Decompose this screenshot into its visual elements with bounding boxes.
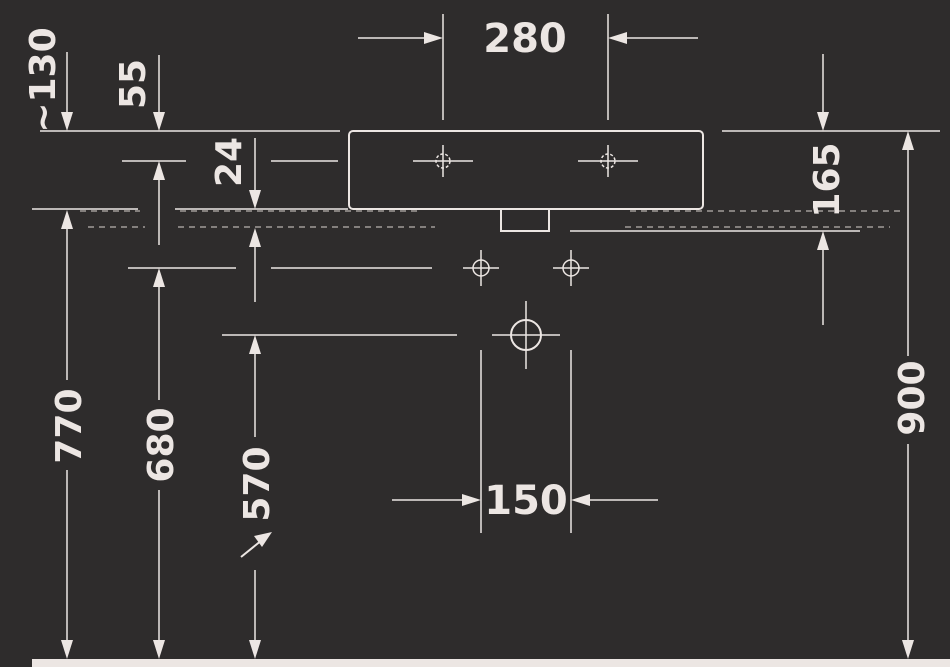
- basin-tap-hole-left: [413, 145, 473, 177]
- dimension-680: 680: [141, 161, 182, 659]
- dimension-24: 24: [209, 137, 261, 302]
- basin-tap-hole-right: [578, 145, 638, 177]
- dimension-label-130: ~130: [23, 27, 64, 132]
- dimension-900: 900: [892, 131, 933, 659]
- dimension-label-680: 680: [141, 407, 182, 482]
- dimension-width-top: 280: [358, 14, 698, 120]
- dimension-55: 55: [113, 55, 165, 131]
- dimension-570: 570: [237, 335, 278, 659]
- basin-drain-outlet: [500, 209, 550, 232]
- floor-line: [32, 659, 950, 667]
- dimension-130: ~130: [23, 27, 73, 133]
- dimension-label-150: 150: [484, 478, 568, 524]
- dimension-label-55: 55: [113, 59, 154, 109]
- dimension-label-24: 24: [209, 137, 250, 187]
- dimension-label-280: 280: [483, 16, 567, 62]
- dimension-width-bottom: 150: [392, 350, 658, 533]
- dimension-label-165: 165: [807, 142, 848, 217]
- supply-connection-right: [553, 250, 589, 286]
- pointer-arrow-icon: [240, 532, 272, 558]
- supply-connection-left: [463, 250, 499, 286]
- waste-connection: [492, 301, 560, 369]
- dimension-label-770: 770: [49, 388, 90, 463]
- dimension-label-900: 900: [892, 360, 933, 435]
- basin-outline: [348, 130, 704, 210]
- dimension-165: 165: [807, 54, 848, 325]
- dimension-770: 770: [49, 210, 90, 659]
- dimension-label-570: 570: [237, 446, 278, 521]
